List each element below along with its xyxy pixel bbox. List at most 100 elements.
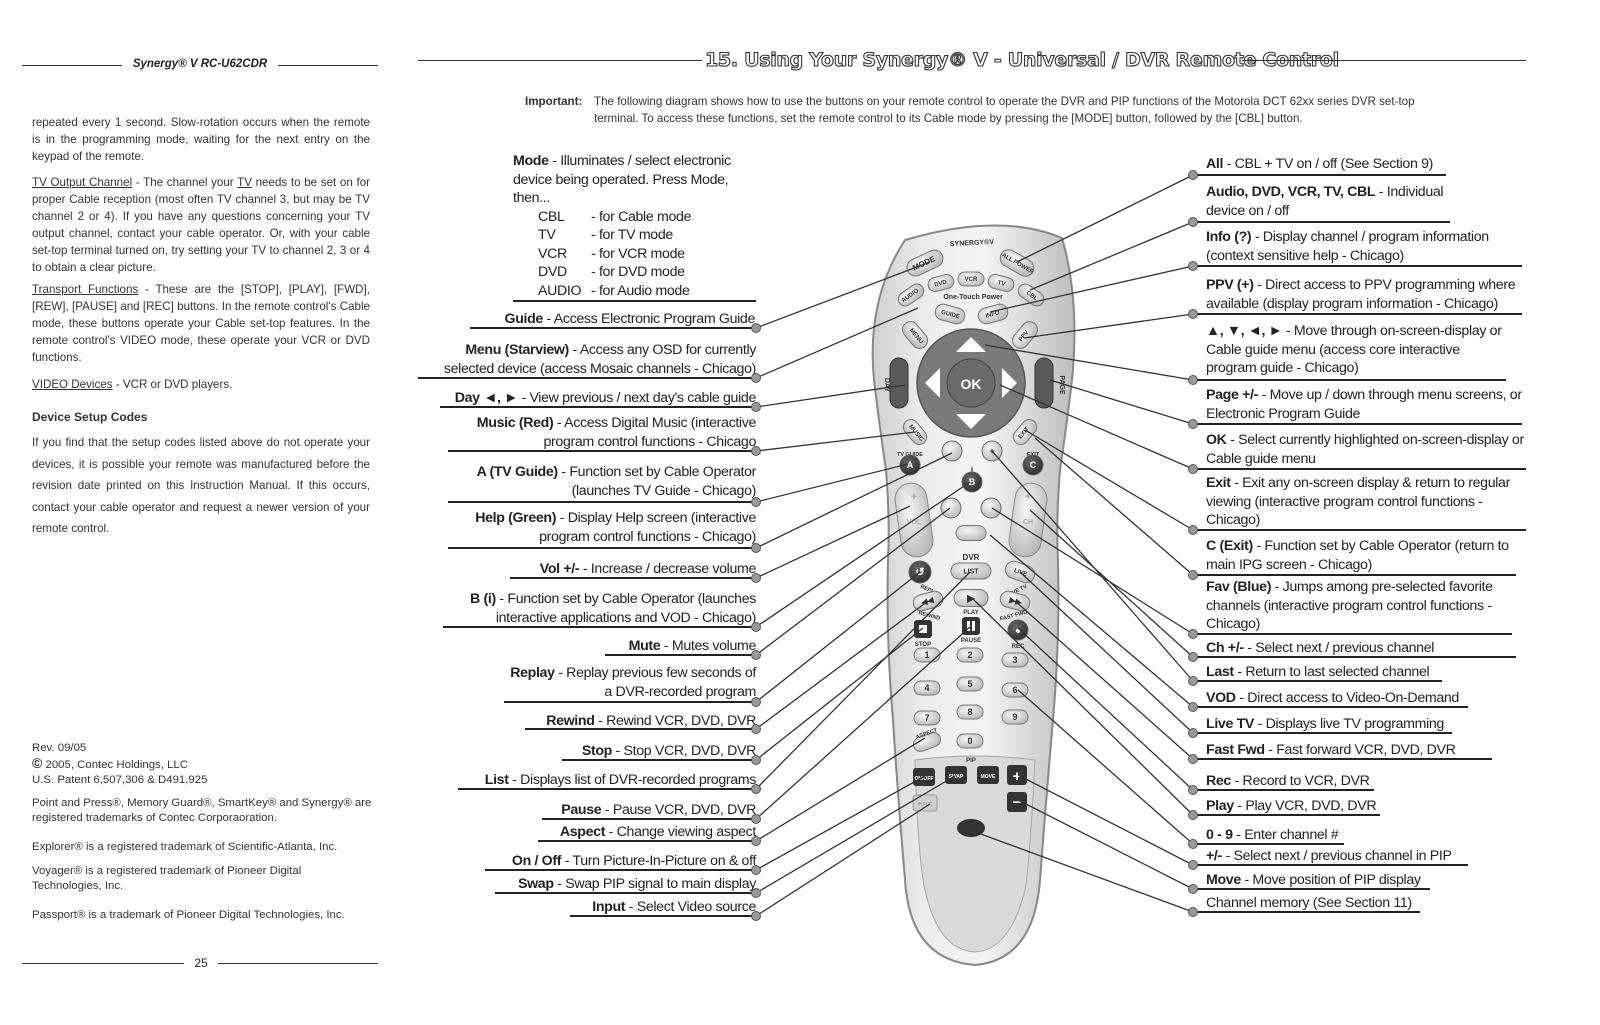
digit-2-button[interactable] <box>956 647 984 663</box>
volume-rocker-label: VOL <box>907 519 922 526</box>
cbl-button[interactable] <box>1016 281 1047 309</box>
day-rocker[interactable] <box>889 357 909 409</box>
label-underline <box>1193 843 1344 845</box>
callout-text: - Direct access to PPV programming where… <box>1206 277 1516 312</box>
callout-dot <box>751 573 761 583</box>
pip-move-button[interactable] <box>977 766 999 784</box>
audio-button[interactable] <box>896 281 927 309</box>
callout-dot <box>1188 652 1198 662</box>
down-arrow-icon[interactable] <box>956 414 986 429</box>
callout-text: - Turn Picture-In-Picture on & off <box>561 853 757 869</box>
digit-4-button[interactable] <box>913 680 941 696</box>
label-underline <box>1193 574 1516 576</box>
pip-swap-label: SWAP <box>949 774 964 780</box>
b-button[interactable] <box>961 471 983 493</box>
vod-button[interactable] <box>955 525 987 541</box>
digit-1-button[interactable] <box>913 647 941 663</box>
callout-term: Input <box>592 899 626 915</box>
callout-dot <box>1188 728 1198 738</box>
mute-button[interactable] <box>940 497 962 519</box>
list-button[interactable] <box>950 562 992 580</box>
paragraph-tv-output-channel: TV Output Channel - The channel your TV … <box>32 176 371 274</box>
dvr-caption: DVR <box>963 553 980 562</box>
left-callout-label: B (i) - Function set by Cable Operator (… <box>443 590 756 627</box>
title-rule-right <box>1242 60 1526 61</box>
digit-8-button[interactable] <box>956 704 984 720</box>
callout-term: Fav (Blue) <box>1206 579 1272 595</box>
list-button-label: LIST <box>963 568 979 575</box>
pip-swap-button[interactable] <box>945 766 967 784</box>
callout-line <box>755 737 926 842</box>
left-page-header-text: Synergy® V RC-U62CDR <box>132 58 268 70</box>
menu-button[interactable] <box>899 318 931 351</box>
ok-button[interactable] <box>946 358 996 408</box>
label-underline <box>1193 265 1522 267</box>
dvd-button[interactable] <box>927 273 956 293</box>
right-callout-label: Ch +/- - Select next / previous channel <box>1206 639 1516 658</box>
page-rocker[interactable] <box>1034 357 1054 409</box>
callout-dot <box>751 814 761 824</box>
pip-minus-button[interactable] <box>1007 792 1027 812</box>
callout-term: Info (?) <box>1206 229 1252 245</box>
callout-text: - Replay previous few seconds of a DVR-r… <box>554 665 756 700</box>
vcr-button[interactable] <box>957 271 985 287</box>
callout-text: - Display Help screen (interactive progr… <box>539 510 756 545</box>
callout-dot <box>1188 860 1198 870</box>
aspect-button[interactable] <box>911 731 942 754</box>
last-button[interactable] <box>980 497 1002 519</box>
ppv-button[interactable] <box>1009 318 1041 351</box>
right-callout-label: ▲, ▼, ◄, ► - Move through on-screen-disp… <box>1206 322 1506 378</box>
digit-3-button[interactable] <box>1001 652 1029 668</box>
callout-line <box>755 481 971 628</box>
tv-button[interactable] <box>987 273 1016 293</box>
callout-dot <box>1188 810 1198 820</box>
exit-button[interactable] <box>1010 416 1039 447</box>
left-callout-label: Rewind - Rewind VCR, DVD, DVR <box>525 712 756 731</box>
rec-button[interactable] <box>1007 619 1029 641</box>
digit-9-button[interactable] <box>1001 709 1029 725</box>
pip-plus-button[interactable] <box>1007 765 1027 785</box>
digit-0-button[interactable] <box>956 733 984 749</box>
callout-term: Exit <box>1206 475 1231 491</box>
c-button[interactable] <box>1022 454 1044 476</box>
callout-text: - View previous / next day's cable guide <box>517 390 756 406</box>
guide-button-label: GUIDE <box>940 310 960 321</box>
guide-button[interactable] <box>933 302 966 325</box>
digit-5-button[interactable] <box>956 676 984 692</box>
callout-line <box>755 803 931 917</box>
left-callout-label: Replay - Replay previous few seconds of … <box>504 664 756 701</box>
callout-line <box>755 505 911 579</box>
callout-term: Aspect <box>559 824 606 840</box>
label-underline <box>538 840 756 842</box>
ok-button-label: OK <box>961 376 982 392</box>
help-button[interactable] <box>941 440 963 462</box>
left-arrow-icon[interactable] <box>925 368 940 398</box>
digit-7-button-label: 7 <box>924 713 929 723</box>
callout-dot <box>1188 261 1198 271</box>
digit-5-button-label: 5 <box>967 679 972 689</box>
right-arrow-icon[interactable] <box>1002 368 1017 398</box>
input-button[interactable] <box>912 794 938 812</box>
left-callout-label: Input - Select Video source <box>570 898 756 917</box>
label-underline <box>1193 864 1468 866</box>
up-arrow-icon[interactable] <box>956 337 986 352</box>
all-power-button[interactable] <box>997 247 1037 280</box>
page-rocker-label: PAGE <box>1058 375 1065 395</box>
a-button[interactable] <box>899 454 921 476</box>
label-underline <box>440 406 756 408</box>
mode-table: CBL- for Cable mode TV- for TV mode VCR-… <box>538 208 753 301</box>
callout-dot <box>1188 309 1198 319</box>
b-button-label: B <box>969 477 976 487</box>
callout-text: - Direct access to Video-On-Demand <box>1235 690 1459 706</box>
label-underline <box>1193 529 1526 531</box>
digit-7-button[interactable] <box>913 710 941 726</box>
callout-dot <box>1188 570 1198 580</box>
callout-dot <box>751 755 761 765</box>
label-underline <box>1193 633 1512 635</box>
callout-line <box>755 627 924 761</box>
play-button[interactable] <box>953 589 989 607</box>
callout-text: - Increase / decrease volume <box>579 561 757 577</box>
callout-dot <box>1188 884 1198 894</box>
callout-line <box>989 265 1194 313</box>
